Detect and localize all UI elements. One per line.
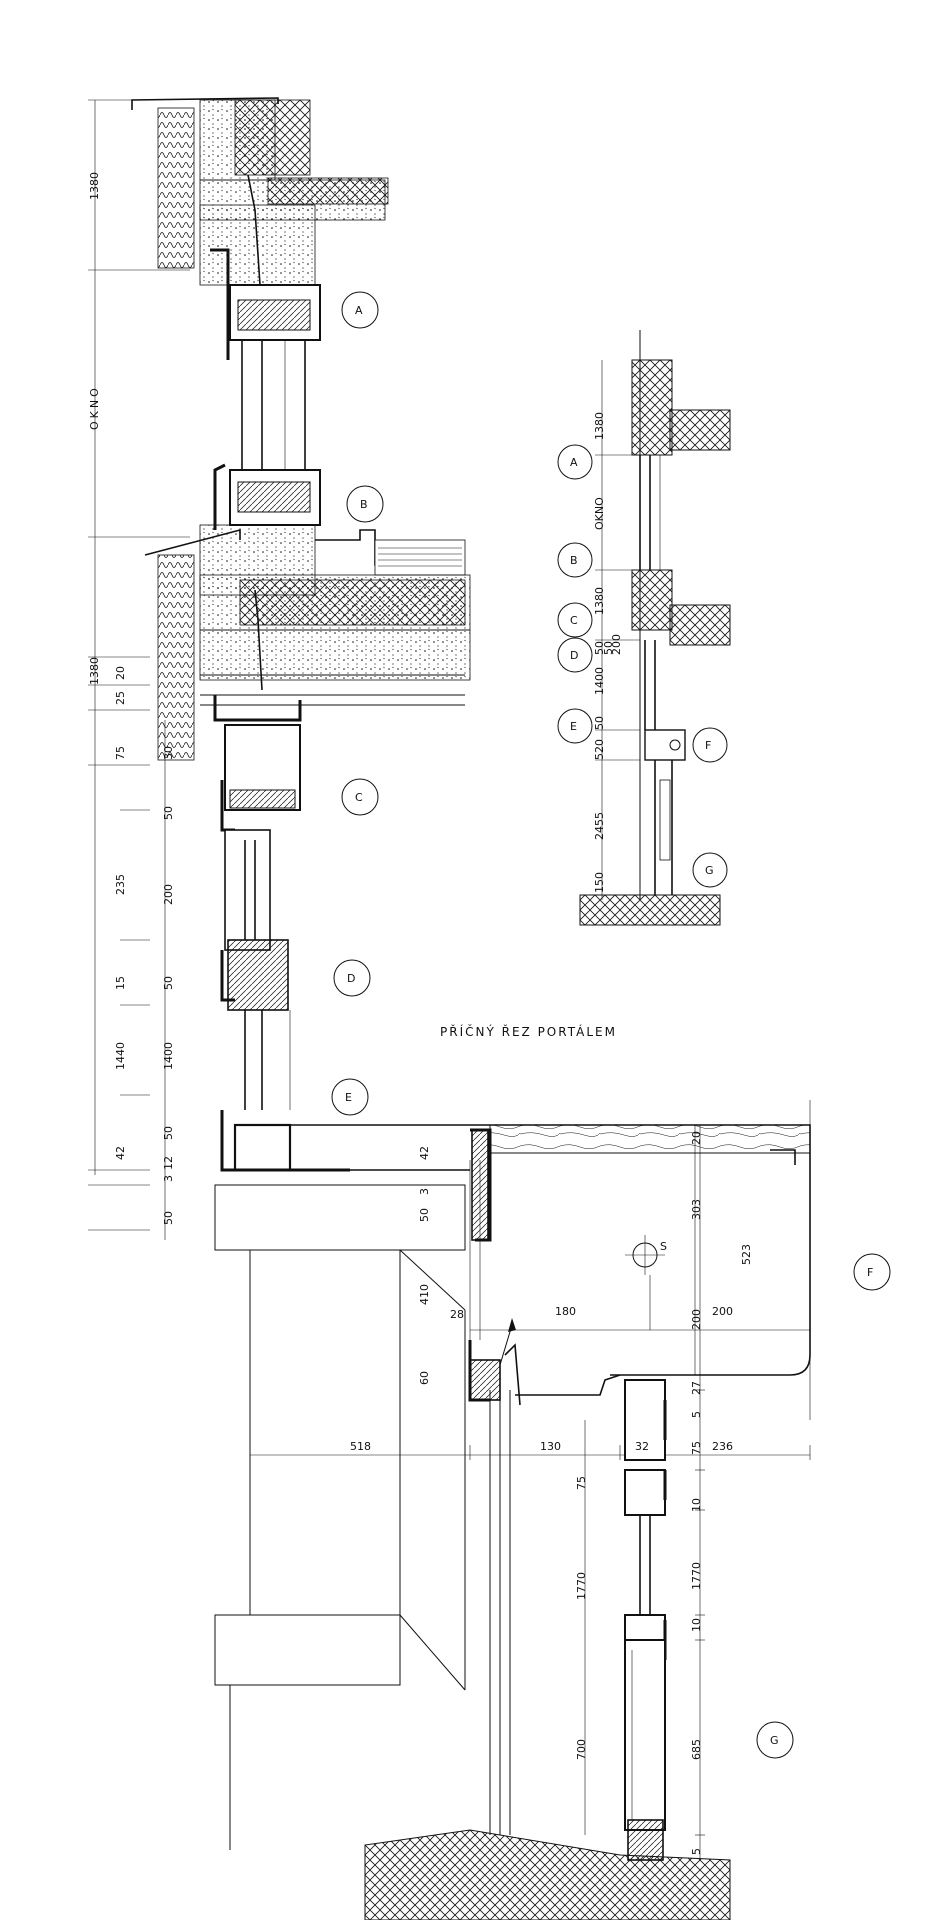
overview-marker-d: D: [557, 637, 593, 673]
svg-text:303: 303: [690, 1199, 703, 1220]
svg-text:3: 3: [162, 1175, 175, 1182]
svg-text:5: 5: [690, 1411, 703, 1418]
svg-text:50: 50: [593, 716, 606, 730]
detail-marker-a: A: [341, 291, 379, 329]
svg-text:75: 75: [575, 1476, 588, 1490]
svg-text:50: 50: [162, 1211, 175, 1225]
svg-text:75: 75: [690, 1441, 703, 1455]
svg-text:1380: 1380: [88, 172, 101, 200]
svg-text:12: 12: [162, 1156, 175, 1170]
svg-text:3: 3: [418, 1188, 431, 1195]
svg-text:200: 200: [162, 884, 175, 905]
svg-text:50: 50: [162, 976, 175, 990]
portal-upper-frames: [213, 695, 470, 1172]
svg-text:B: B: [360, 498, 368, 511]
svg-text:27: 27: [690, 1381, 703, 1395]
left-dimension-chain: [88, 99, 190, 1240]
svg-text:520: 520: [593, 739, 606, 760]
svg-text:E: E: [345, 1091, 352, 1104]
svg-text:523: 523: [740, 1244, 753, 1265]
svg-text:75: 75: [114, 746, 127, 760]
overview-marker-g: G: [692, 852, 728, 888]
svg-text:180: 180: [555, 1305, 576, 1318]
overview-marker-e: E: [557, 708, 593, 744]
svg-text:B: B: [570, 554, 578, 567]
svg-text:C: C: [570, 614, 578, 627]
svg-text:2455: 2455: [593, 812, 606, 840]
upper-wall-section: [131, 97, 471, 761]
svg-text:1440: 1440: [114, 1042, 127, 1070]
svg-text:15: 15: [114, 976, 127, 990]
svg-text:G: G: [770, 1734, 779, 1747]
roller-box-section: [214, 1100, 811, 1850]
svg-text:1400: 1400: [593, 667, 606, 695]
svg-text:F: F: [867, 1266, 873, 1279]
overview-dimension-texts: 1380 OKNO 1380 50 50 200 1400 50 520 245…: [593, 412, 623, 893]
svg-text:42: 42: [418, 1146, 431, 1160]
svg-text:700: 700: [575, 1739, 588, 1760]
detail-marker-f: F: [853, 1253, 891, 1291]
svg-text:G: G: [705, 864, 714, 877]
svg-text:50: 50: [162, 806, 175, 820]
svg-text:50: 50: [602, 641, 615, 655]
svg-text:685: 685: [690, 1739, 703, 1760]
svg-text:28: 28: [450, 1308, 464, 1321]
svg-text:150: 150: [593, 872, 606, 893]
svg-text:5: 5: [690, 1848, 703, 1855]
svg-text:20: 20: [114, 666, 127, 680]
svg-text:A: A: [355, 304, 363, 317]
svg-text:200: 200: [610, 634, 623, 655]
detail-markers: A B C D E F G: [331, 291, 891, 1759]
svg-text:E: E: [570, 720, 577, 733]
svg-text:C: C: [355, 791, 363, 804]
shutter-section: [364, 1125, 731, 1920]
svg-text:OKNO: OKNO: [88, 385, 101, 430]
svg-text:20: 20: [690, 1131, 703, 1145]
overview-marker-c: C: [557, 602, 593, 638]
svg-text:F: F: [705, 739, 711, 752]
svg-text:25: 25: [114, 691, 127, 705]
detail-marker-c: C: [341, 778, 379, 816]
svg-text:50: 50: [418, 1208, 431, 1222]
svg-text:D: D: [347, 972, 355, 985]
overview-detail-markers: A B C D E F G: [557, 444, 728, 888]
svg-text:518: 518: [350, 1440, 371, 1453]
svg-text:D: D: [570, 649, 578, 662]
svg-text:60: 60: [418, 1371, 431, 1385]
shaft-mark: S: [660, 1240, 667, 1253]
svg-text:A: A: [570, 456, 578, 469]
svg-text:1380: 1380: [593, 412, 606, 440]
svg-text:130: 130: [540, 1440, 561, 1453]
detail-marker-e: E: [331, 1078, 369, 1116]
overview-marker-a: A: [557, 444, 593, 480]
svg-text:50: 50: [162, 1126, 175, 1140]
detail-marker-d: D: [333, 959, 371, 997]
lower-dimension-texts: 42 3 50 410 28 180 200 200 303 523 20 60…: [350, 1131, 753, 1855]
svg-text:410: 410: [418, 1284, 431, 1305]
svg-text:OKNO: OKNO: [593, 497, 606, 530]
svg-text:32: 32: [635, 1440, 649, 1453]
svg-text:1770: 1770: [575, 1572, 588, 1600]
svg-text:235: 235: [114, 874, 127, 895]
svg-text:50: 50: [593, 641, 606, 655]
svg-text:200: 200: [712, 1305, 733, 1318]
svg-text:10: 10: [690, 1618, 703, 1632]
svg-text:1770: 1770: [690, 1562, 703, 1590]
svg-text:42: 42: [114, 1146, 127, 1160]
svg-text:1380: 1380: [88, 657, 101, 685]
svg-text:30: 30: [162, 746, 175, 760]
svg-text:10: 10: [690, 1498, 703, 1512]
detail-marker-b: B: [346, 485, 384, 523]
svg-text:1400: 1400: [162, 1042, 175, 1070]
drawing-title: PŘÍČNÝ ŘEZ PORTÁLEM: [440, 1024, 617, 1039]
svg-text:1380: 1380: [593, 587, 606, 615]
detail-marker-g: G: [756, 1721, 794, 1759]
svg-text:200: 200: [690, 1309, 703, 1330]
overview-marker-f: F: [692, 727, 728, 763]
left-dimension-texts: 1380 OKNO 1380 20 25 75 30 50 235 200 15…: [88, 172, 175, 1225]
overview-marker-b: B: [557, 542, 593, 578]
overview-section: [579, 330, 731, 926]
svg-text:236: 236: [712, 1440, 733, 1453]
